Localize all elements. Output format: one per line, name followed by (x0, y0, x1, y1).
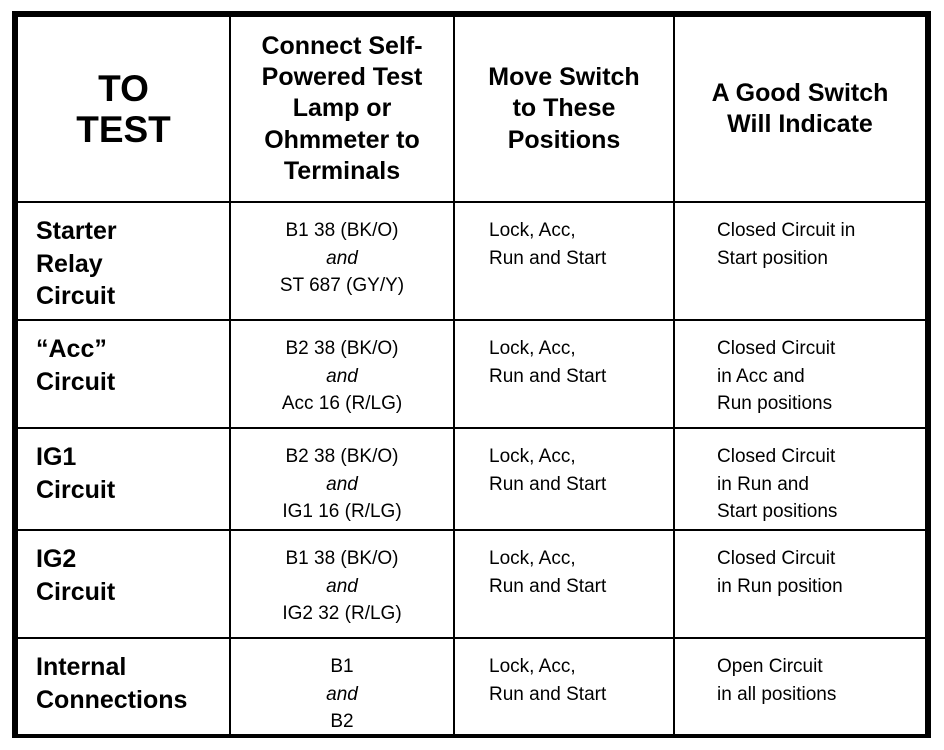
row-positions: Lock, Acc, Run and Start (453, 427, 675, 531)
row-terminals: B1 38 (BK/O) and ST 687 (GY/Y) (229, 201, 455, 321)
row-indication: Closed Circuit in Start position (673, 201, 927, 321)
row-test-name: “Acc” Circuit (16, 319, 231, 429)
row-indication: Closed Circuit in Acc and Run positions (673, 319, 927, 429)
header-row: TO TEST Connect Self- Powered Test Lamp … (16, 15, 927, 203)
row-positions: Lock, Acc, Run and Start (453, 201, 675, 321)
row-positions: Lock, Acc, Run and Start (453, 637, 675, 738)
row-terminals: B1 and B2 (229, 637, 455, 738)
row-test-name: Internal Connections (16, 637, 231, 738)
header-switch-positions: Move Switch to These Positions (453, 15, 675, 203)
row-positions: Lock, Acc, Run and Start (453, 529, 675, 639)
header-good-switch-indication: A Good Switch Will Indicate (673, 15, 927, 203)
header-connect-terminals: Connect Self- Powered Test Lamp or Ohmme… (229, 15, 455, 203)
row-test-name: IG2 Circuit (16, 529, 231, 639)
table-row: Internal Connections B1 and B2 Lock, Acc… (16, 637, 927, 738)
switch-test-table: TO TEST Connect Self- Powered Test Lamp … (12, 11, 931, 738)
row-indication: Open Circuit in all positions (673, 637, 927, 738)
header-to-test: TO TEST (16, 15, 231, 203)
table-row: IG2 Circuit B1 38 (BK/O) and IG2 32 (R/L… (16, 529, 927, 639)
row-indication: Closed Circuit in Run position (673, 529, 927, 639)
row-terminals: B2 38 (BK/O) and Acc 16 (R/LG) (229, 319, 455, 429)
table-row: Starter Relay Circuit B1 38 (BK/O) and S… (16, 201, 927, 321)
row-terminals: B1 38 (BK/O) and IG2 32 (R/LG) (229, 529, 455, 639)
table-row: “Acc” Circuit B2 38 (BK/O) and Acc 16 (R… (16, 319, 927, 429)
row-indication: Closed Circuit in Run and Start position… (673, 427, 927, 531)
row-terminals: B2 38 (BK/O) and IG1 16 (R/LG) (229, 427, 455, 531)
row-test-name: Starter Relay Circuit (16, 201, 231, 321)
switch-test-grid: TO TEST Connect Self- Powered Test Lamp … (16, 15, 927, 738)
row-positions: Lock, Acc, Run and Start (453, 319, 675, 429)
row-test-name: IG1 Circuit (16, 427, 231, 531)
table-row: IG1 Circuit B2 38 (BK/O) and IG1 16 (R/L… (16, 427, 927, 531)
